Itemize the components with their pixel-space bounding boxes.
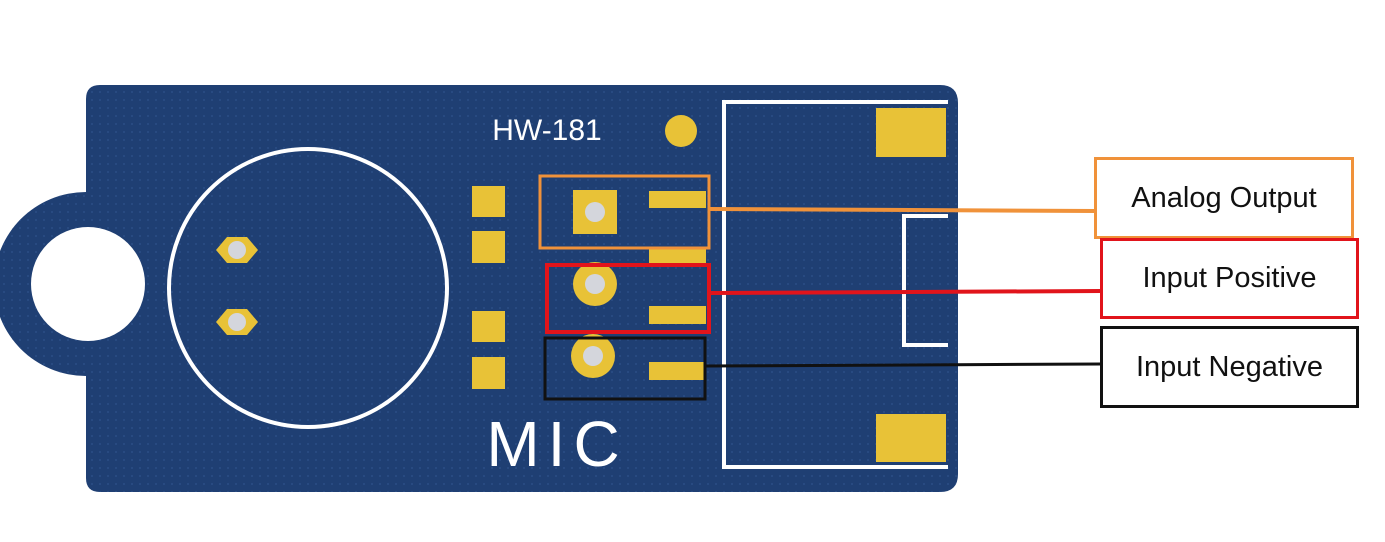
trace-pad — [649, 247, 706, 264]
callout-label: Input Positive — [1142, 262, 1317, 294]
smd-pad — [472, 186, 505, 217]
callout-input-negative: Input Negative — [1100, 326, 1359, 408]
header-pin-negative — [571, 334, 615, 378]
highlight-positive — [545, 263, 711, 334]
leader-positive — [708, 289, 1103, 295]
callout-analog-output: Analog Output — [1094, 157, 1354, 239]
smd-pad — [472, 311, 505, 342]
header-pin-positive — [573, 262, 617, 306]
mic-label: MIC — [486, 408, 627, 480]
fiducial-dot — [665, 115, 697, 147]
mic-pad-top — [216, 237, 258, 263]
header-pin-analog — [573, 190, 617, 234]
mounting-hole — [31, 227, 145, 341]
leader-analog — [708, 207, 1097, 213]
microphone-outline — [167, 147, 449, 429]
leader-negative — [704, 362, 1103, 368]
callout-label: Analog Output — [1131, 181, 1317, 214]
mic-pad-bottom — [216, 309, 258, 335]
connector-pad-bottom — [876, 414, 946, 462]
trace-pad — [649, 306, 706, 324]
smd-pad — [472, 231, 505, 263]
highlight-analog — [538, 174, 711, 250]
trace-pad — [649, 191, 706, 208]
callout-input-positive: Input Positive — [1100, 238, 1359, 319]
pcb-board — [0, 85, 958, 492]
callout-label: Input Negative — [1135, 350, 1323, 383]
trace-pad — [649, 362, 706, 380]
smd-pad — [472, 357, 505, 389]
model-label: HW-181 — [492, 114, 601, 147]
highlight-negative — [543, 336, 707, 401]
connector-outline — [722, 100, 948, 469]
connector-pad-top — [876, 108, 946, 157]
